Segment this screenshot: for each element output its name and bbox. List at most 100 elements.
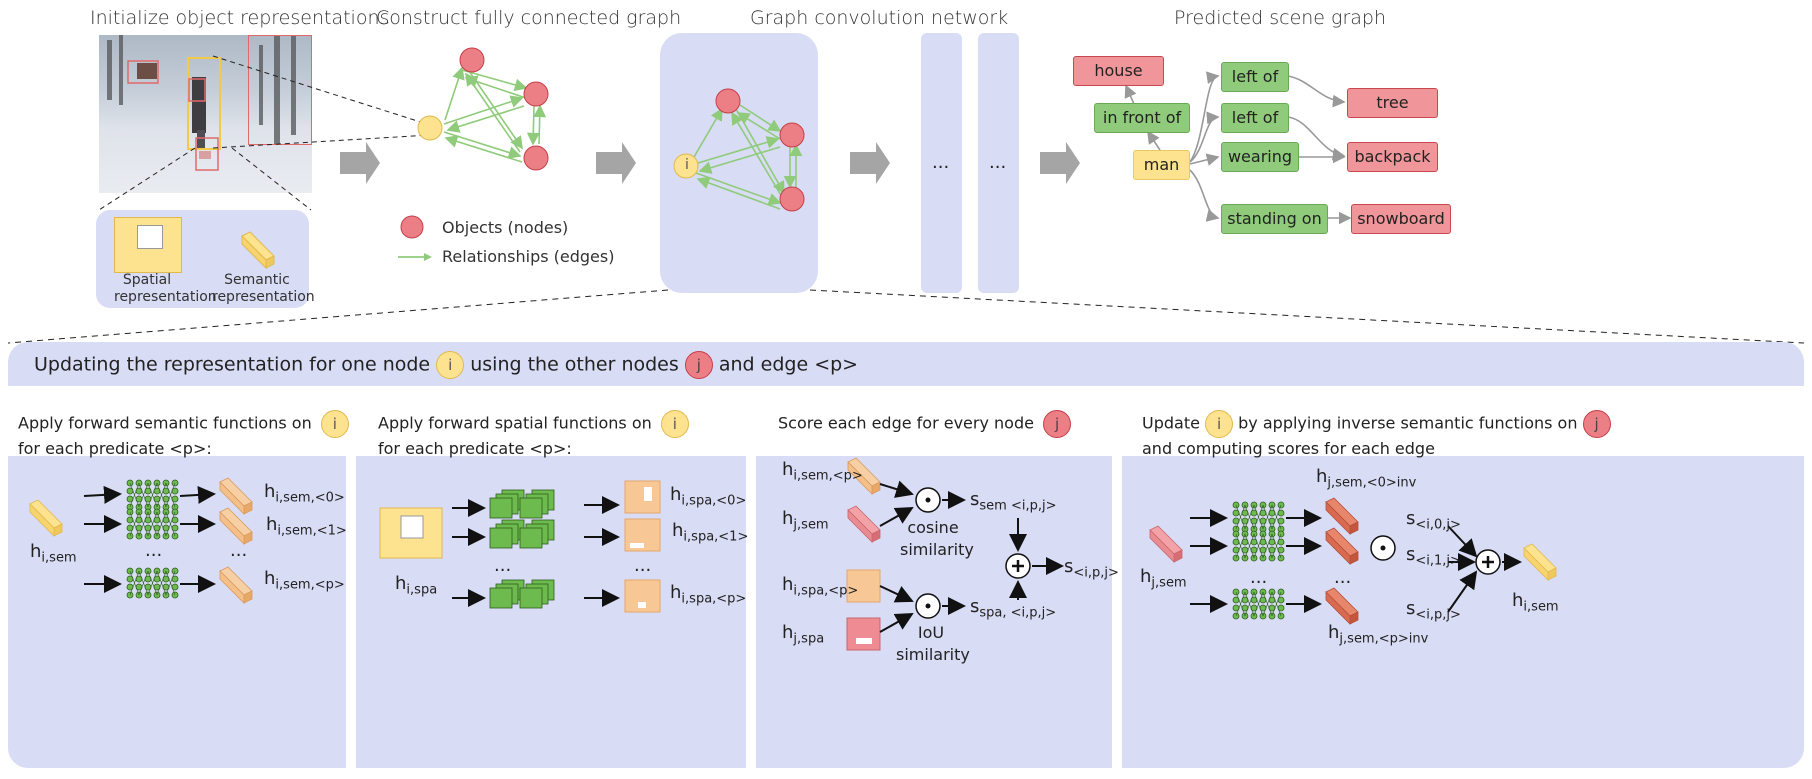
graph-node: [523, 145, 549, 171]
p3-h-jspa: hj,spa: [782, 622, 825, 647]
step-arrow-4: [1040, 142, 1080, 184]
p4-h-output: hi,sem: [1512, 590, 1559, 615]
p2-h-input: hi,spa: [395, 573, 438, 598]
p2-h-out-1: hi,spa,<1>: [672, 520, 749, 545]
p4-out-block-1: [1325, 527, 1359, 565]
p4-output-block: [1523, 543, 1557, 581]
p3-h-isem: hi,sem,<p>: [782, 459, 863, 484]
p2-out-box-0: [624, 480, 661, 514]
p1-out-block-0: [219, 477, 253, 515]
gcn-layer-2-dots: ...: [989, 152, 1007, 173]
p1-chip-i: i: [320, 410, 349, 438]
p2-out-box-p: [624, 579, 661, 613]
p1-net-p: [126, 567, 179, 599]
p3-s-spa: sspa, <i,p,j>: [970, 596, 1057, 621]
graph-legend-marks: [398, 215, 432, 261]
p3-cosine-label-1: cosine: [907, 518, 959, 537]
gcn-layer-1: [921, 33, 962, 293]
p1-out-block-1: [219, 507, 253, 545]
p2-cnn-p: [489, 579, 555, 609]
p4-out-block-0: [1325, 497, 1359, 535]
p1-h-out-0: hi,sem,<0>: [264, 481, 345, 506]
p3-cosine-label: cosine similarity: [900, 517, 974, 561]
gcn-node-i-label: i: [685, 157, 689, 173]
p2-cnn-1: [489, 519, 555, 549]
gcn-layer-2: [978, 33, 1019, 293]
legend-objects: Objects (nodes): [442, 218, 569, 237]
p4-line2: and computing scores for each edge: [1142, 439, 1435, 458]
sg-edge-wearing: wearing: [1221, 142, 1299, 172]
p1-dots-1: ...: [145, 540, 163, 561]
p1-net-1: [126, 508, 179, 540]
spatial-label-1: Spatial: [122, 272, 172, 288]
p4-net-p: [1232, 588, 1285, 620]
p3-line1: Score each edge for every node: [778, 413, 1034, 433]
p1-h-out-p: hi,sem,<p>: [264, 568, 345, 593]
p3-box-jspa: [846, 617, 881, 651]
p3-text: Score each edge for every node j: [778, 410, 1072, 438]
p2-line1: Apply forward spatial functions on: [378, 413, 652, 433]
step-arrow-1: [340, 142, 380, 184]
p4-input-block: [1149, 525, 1183, 563]
p2-dots-1: ...: [494, 555, 512, 576]
step-arrow-2: [596, 142, 636, 184]
p2-dots-2: ...: [634, 555, 652, 576]
p1-text: Apply forward semantic functions on i fo…: [18, 410, 349, 460]
sg-node-tree: tree: [1347, 88, 1438, 118]
scene-photo: [99, 35, 312, 193]
p4-dots-2: ...: [1334, 567, 1352, 588]
step1-title: Initialize object representations: [90, 7, 390, 29]
step4-title: Predicted scene graph: [1174, 7, 1386, 29]
p3-box-ispa: [846, 569, 881, 603]
p1-h-input: hi,sem: [30, 541, 77, 566]
p3-s-out: s<i,p,j>: [1064, 556, 1119, 581]
p4-s-p: s<i,p,j>: [1406, 598, 1461, 623]
p1-net-0: [126, 479, 179, 511]
header-text-pre: Updating the representation for one node: [34, 353, 431, 376]
p1-input-block: [29, 499, 63, 537]
p1-h-out-1: hi,sem,<1>: [266, 514, 347, 539]
sg-edge-left-of-1: left of: [1221, 62, 1289, 92]
p1-dots-2: ...: [230, 540, 248, 561]
p2-line2: for each predicate <p>:: [378, 439, 572, 458]
p4-s-0: s<i,0,j>: [1406, 508, 1461, 533]
p4-out-block-p: [1325, 587, 1359, 625]
p3-iou-label: IoU similarity: [896, 622, 970, 666]
p4-h-out-p: hj,sem,<p>inv: [1328, 622, 1429, 647]
photo-scene-svg: [107, 35, 296, 171]
sg-node-man: man: [1133, 150, 1190, 180]
graph-node: [459, 47, 485, 73]
step2-title: Construct fully connected graph: [376, 7, 682, 29]
header-text-post: and edge <p>: [718, 353, 859, 376]
photo-house: [137, 63, 157, 79]
bottom-header: Updating the representation for one node…: [34, 351, 858, 379]
p4-s-1: s<i,1,j>: [1406, 544, 1461, 569]
fully-connected-graph: [417, 47, 549, 171]
p1-line1: Apply forward semantic functions on: [18, 413, 312, 433]
sg-node-backpack: backpack: [1347, 142, 1438, 172]
p4-net-0: [1232, 501, 1285, 533]
tree-crop: [248, 35, 312, 145]
p3-h-ispa: hi,spa,<p>: [782, 574, 859, 599]
p4-h-input: hj,sem: [1140, 566, 1187, 591]
p1-out-block-p: [219, 566, 253, 604]
step3-title: Graph convolution network: [750, 7, 1009, 29]
p4-chip-j: j: [1582, 410, 1611, 438]
photo-man: [192, 77, 206, 133]
sg-edge-standing-on: standing on: [1221, 204, 1328, 234]
header-chip-j: j: [684, 351, 713, 379]
p3-iou-label-1: IoU: [917, 623, 945, 642]
semantic-label: Semantic representation: [212, 272, 315, 306]
graph-node-i: [417, 115, 443, 141]
p4-line1-pre: Update: [1142, 413, 1200, 433]
p4-dots-1: ...: [1250, 567, 1268, 588]
semantic-rep-icon: [241, 231, 275, 270]
semantic-label-1: Semantic: [224, 272, 290, 288]
p2-h-out-0: hi,spa,<0>: [670, 484, 747, 509]
graph-node: [523, 81, 549, 107]
p4-text: Update i by applying inverse semantic fu…: [1142, 410, 1611, 460]
p3-iou-label-2: similarity: [896, 645, 970, 664]
